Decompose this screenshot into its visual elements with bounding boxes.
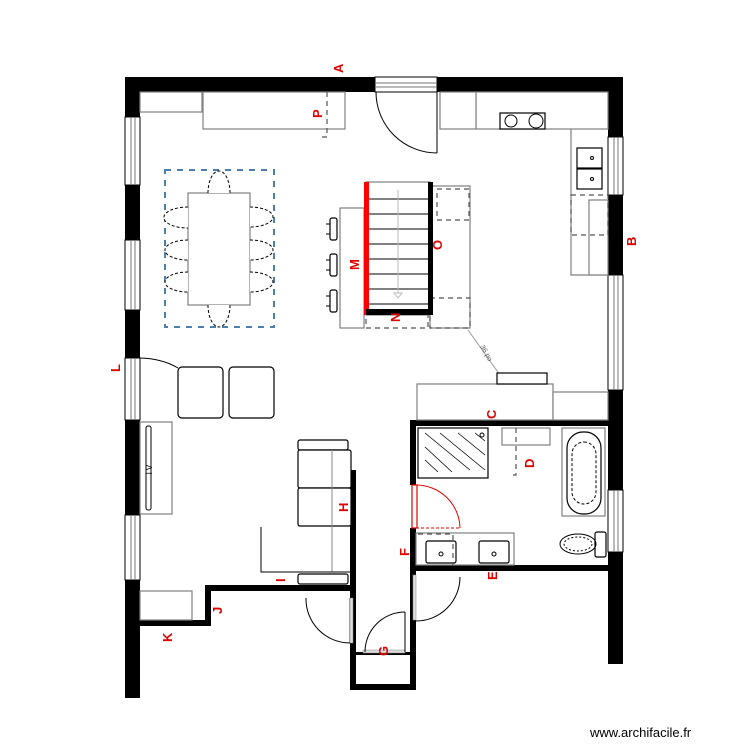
living-room: TV (139, 357, 352, 621)
label-l: L (108, 364, 123, 372)
label-g: G (376, 646, 391, 656)
wall-labels: A B C D E F G H I J K L M N O P (108, 63, 639, 656)
label-j: J (210, 607, 225, 614)
label-i: I (273, 578, 288, 582)
bathroom (411, 427, 607, 566)
label-b: B (624, 237, 639, 246)
svg-text:36 po: 36 po (478, 344, 493, 363)
interior-walls (140, 420, 623, 690)
wall-p-marker (321, 92, 328, 138)
label-h: H (336, 503, 351, 512)
label-p: P (310, 109, 325, 118)
watermark[interactable]: www.archifacile.fr (590, 725, 692, 740)
label-a: A (331, 63, 346, 73)
living-door[interactable] (305, 597, 354, 644)
sideboard (416, 372, 609, 421)
label-d: D (522, 459, 537, 468)
label-m: M (347, 259, 362, 270)
tv-label: TV (144, 464, 154, 476)
highlight-wall-m (364, 182, 369, 315)
exterior-walls (125, 77, 623, 698)
kitchen (139, 91, 609, 276)
staircase (326, 181, 471, 329)
label-k: K (160, 632, 175, 642)
bathroom-door[interactable] (412, 574, 461, 622)
label-e: E (485, 571, 500, 580)
label-c: C (484, 409, 499, 419)
label-f: F (397, 548, 412, 556)
windows (124, 76, 624, 581)
bar-stools (326, 217, 338, 313)
dining-table (163, 169, 275, 328)
label-o: O (430, 240, 445, 250)
label-n: N (388, 313, 403, 322)
wc-door[interactable] (362, 611, 406, 654)
entry-door[interactable] (375, 91, 438, 154)
dimension-line: 36 po (467, 329, 501, 376)
